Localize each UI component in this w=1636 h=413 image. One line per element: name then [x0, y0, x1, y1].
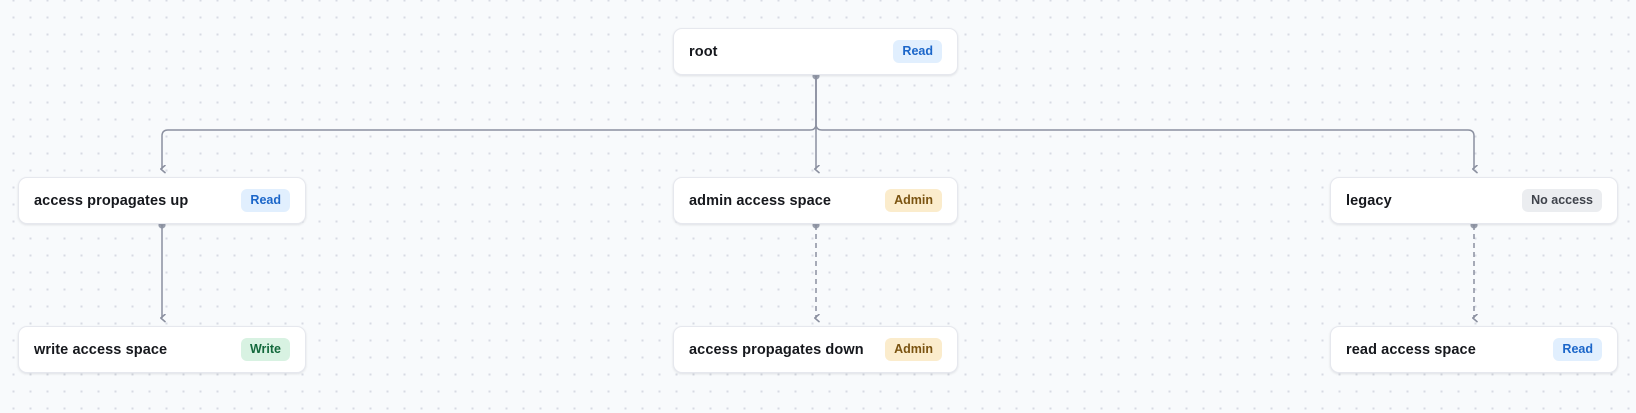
node-root-label: root	[689, 43, 718, 60]
node-access-propagates-down[interactable]: access propagates down Admin	[673, 326, 958, 373]
node-admin-access-space-badge: Admin	[885, 189, 942, 212]
node-read-access-space-label: read access space	[1346, 341, 1476, 358]
node-legacy-label: legacy	[1346, 192, 1392, 209]
node-write-access-space[interactable]: write access space Write	[18, 326, 306, 373]
node-access-propagates-up-label: access propagates up	[34, 192, 189, 209]
node-admin-access-space-label: admin access space	[689, 192, 832, 209]
node-legacy-badge: No access	[1522, 189, 1602, 212]
edge-root-to-legacy	[815, 76, 1474, 169]
node-legacy[interactable]: legacy No access	[1330, 177, 1618, 224]
node-root[interactable]: root Read	[673, 28, 958, 75]
node-access-propagates-down-badge: Admin	[885, 338, 942, 361]
node-read-access-space[interactable]: read access space Read	[1330, 326, 1618, 373]
node-read-access-space-badge: Read	[1553, 338, 1602, 361]
node-admin-access-space[interactable]: admin access space Admin	[673, 177, 958, 224]
node-access-propagates-down-label: access propagates down	[689, 341, 864, 358]
node-access-propagates-up-badge: Read	[241, 189, 290, 212]
node-access-propagates-up[interactable]: access propagates up Read	[18, 177, 306, 224]
node-write-access-space-label: write access space	[34, 341, 168, 358]
edge-root-to-access-propagates-up	[162, 76, 817, 169]
node-root-badge: Read	[893, 40, 942, 63]
node-write-access-space-badge: Write	[240, 338, 290, 361]
